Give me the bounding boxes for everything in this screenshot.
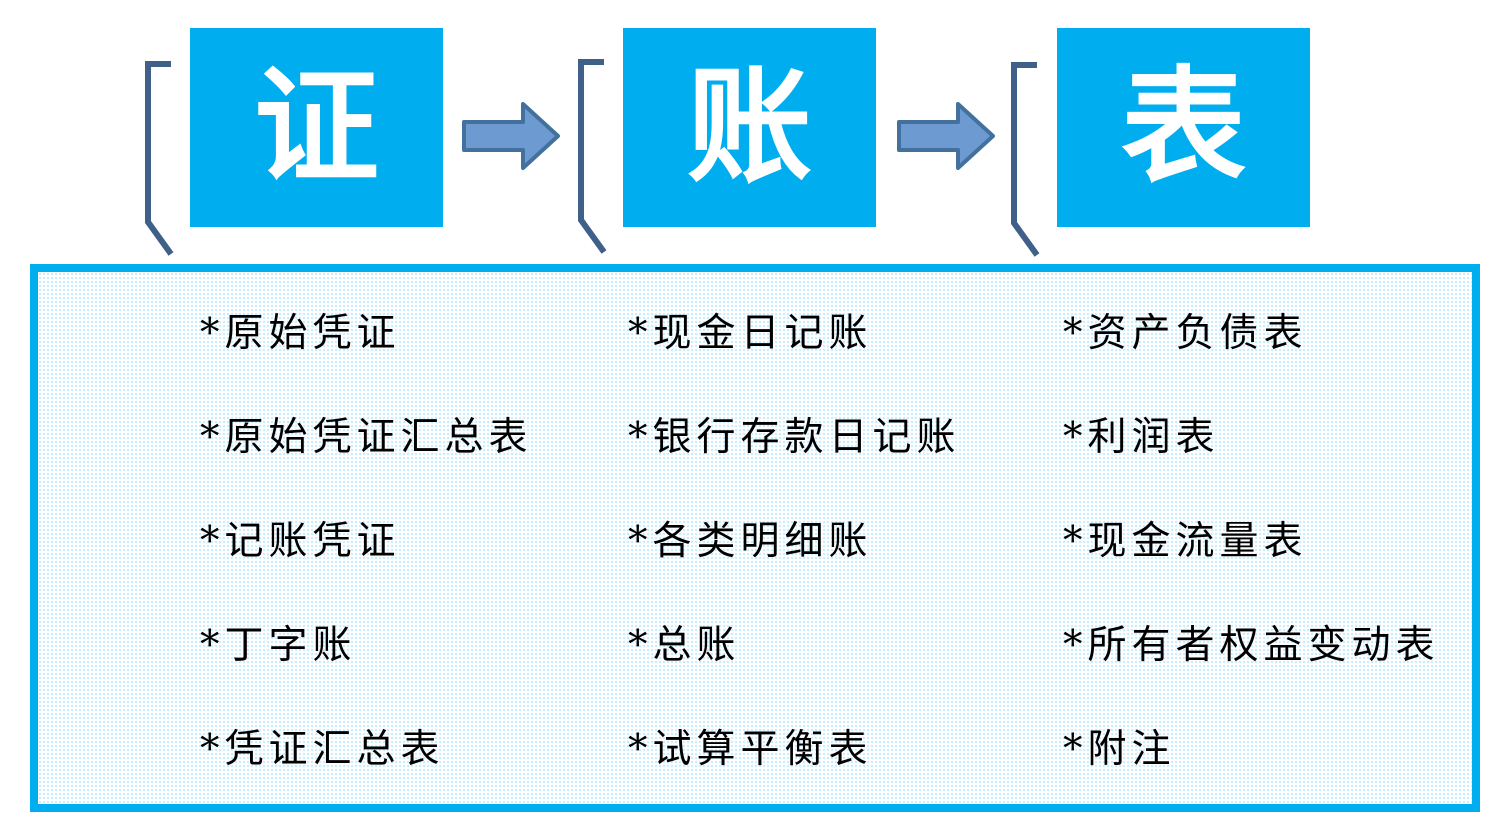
vouchers-column: *原始凭证 *原始凭证汇总表 *记账凭证 *丁字账 *凭证汇总表	[200, 278, 533, 798]
list-item: *原始凭证汇总表	[200, 415, 533, 460]
stage-label: 账	[687, 55, 812, 200]
list-item: *记账凭证	[200, 519, 401, 564]
list-item: *原始凭证	[200, 311, 401, 356]
list-item: *附注	[1063, 727, 1176, 772]
list-item: *现金日记账	[628, 311, 873, 356]
list-item: *所有者权益变动表	[1063, 623, 1440, 668]
left-bracket-icon	[578, 59, 607, 254]
list-item: *银行存款日记账	[628, 415, 961, 460]
right-arrow-icon	[897, 102, 995, 170]
stage-box-vouchers: 证	[190, 28, 443, 227]
left-bracket-icon	[145, 61, 174, 256]
stage-label: 证	[254, 55, 379, 200]
books-column: *现金日记账 *银行存款日记账 *各类明细账 *总账 *试算平衡表	[628, 278, 961, 798]
list-item: *利润表	[1063, 415, 1220, 460]
list-item: *总账	[628, 623, 741, 668]
stage-box-statements: 表	[1057, 28, 1310, 227]
stage-label: 表	[1121, 55, 1246, 200]
list-item: *凭证汇总表	[200, 727, 445, 772]
right-arrow-icon	[462, 102, 560, 170]
stage-box-books: 账	[623, 28, 876, 227]
list-item: *资产负债表	[1063, 311, 1308, 356]
list-item: *现金流量表	[1063, 519, 1308, 564]
list-item: *丁字账	[200, 623, 357, 668]
statements-column: *资产负债表 *利润表 *现金流量表 *所有者权益变动表 *附注	[1063, 278, 1440, 798]
left-bracket-icon	[1011, 62, 1040, 257]
items-panel: *原始凭证 *原始凭证汇总表 *记账凭证 *丁字账 *凭证汇总表 *现金日记账 …	[30, 264, 1480, 812]
list-item: *试算平衡表	[628, 727, 873, 772]
list-item: *各类明细账	[628, 519, 873, 564]
